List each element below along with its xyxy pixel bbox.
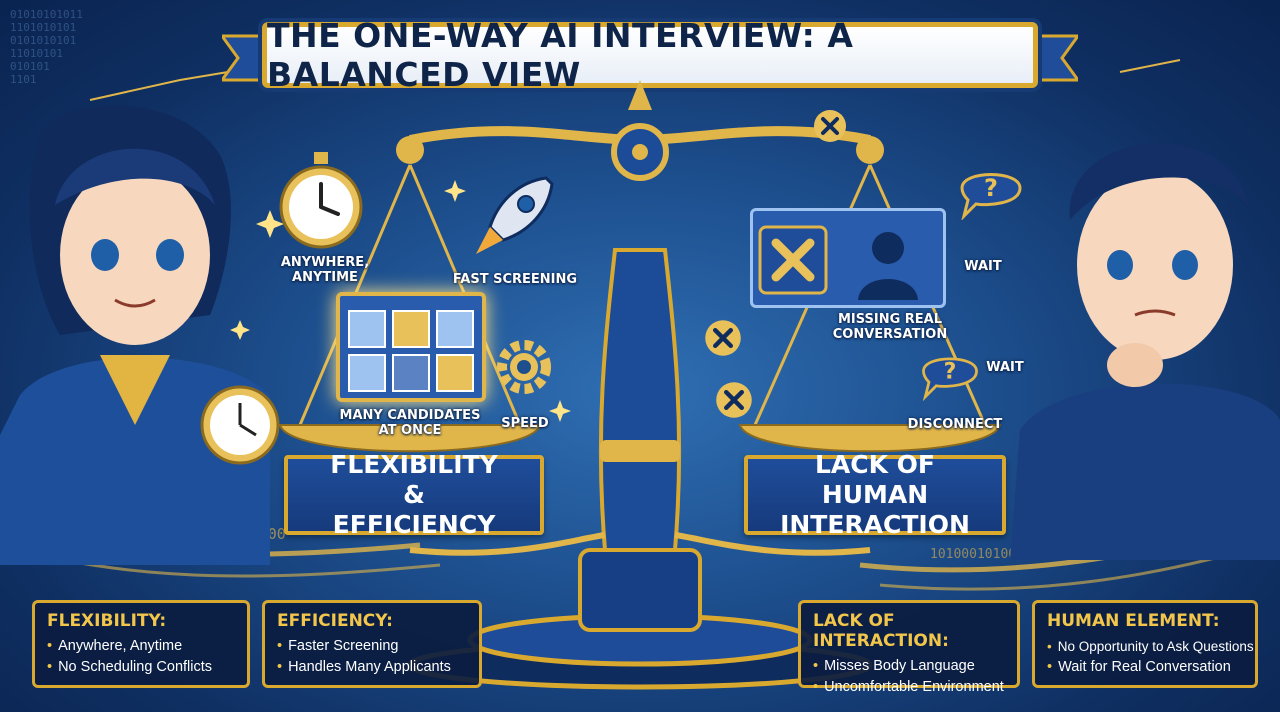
info-item: No Opportunity to Ask Questions — [1047, 636, 1254, 657]
info-heading: LACK OF INTERACTION: — [813, 611, 949, 651]
candidate-avatar — [392, 310, 430, 348]
info-item: Faster Screening — [277, 636, 467, 657]
stopwatch-icon — [279, 152, 363, 249]
label-wait-mid: WAIT — [986, 360, 1024, 375]
label-fast-screening: FAST SCREENING — [452, 272, 578, 287]
info-heading: FLEXIBILITY: — [47, 611, 167, 631]
close-icon — [758, 225, 828, 295]
info-box-flexibility: FLEXIBILITY: Anywhere, Anytime No Schedu… — [32, 600, 250, 688]
svg-text:?: ? — [984, 174, 998, 202]
info-item: Anywhere, Anytime — [47, 636, 235, 657]
info-box-human-element: HUMAN ELEMENT: No Opportunity to Ask Que… — [1032, 600, 1258, 688]
info-box-lack-of-interaction: LACK OF INTERACTION: Misses Body Languag… — [798, 600, 1020, 695]
info-heading: EFFICIENCY: — [277, 611, 393, 631]
person-silhouette-icon — [858, 232, 918, 300]
woman-character-illustration — [0, 105, 280, 565]
info-heading: HUMAN ELEMENT: — [1047, 611, 1220, 631]
candidates-grid-window — [336, 292, 486, 402]
candidate-avatar — [348, 310, 386, 348]
info-item: No Scheduling Conflicts — [47, 657, 235, 678]
binary-decor-top-left: 01010101011 1101010101 0101010101 110101… — [10, 8, 83, 86]
candidate-avatar — [392, 354, 430, 392]
label-wait-top: WAIT — [964, 259, 1002, 274]
title-ribbon: THE ONE-WAY AI INTERVIEW: A BALANCED VIE… — [222, 14, 1078, 94]
question-bubble-icon: ? — [960, 173, 1022, 220]
banner-lack-human-interaction: LACK OF HUMAN INTERACTION — [744, 450, 1006, 539]
label-many-candidates: MANY CANDIDATES AT ONCE — [339, 408, 481, 438]
label-speed: SPEED — [501, 416, 549, 431]
rocket-icon — [476, 176, 554, 254]
close-circle-icon — [716, 382, 752, 418]
info-item: Uncomfortable Environment — [813, 677, 1005, 698]
info-item: Wait for Real Conversation — [1047, 657, 1243, 678]
svg-text:?: ? — [944, 359, 957, 384]
label-disconnect: DISCONNECT — [907, 417, 1003, 432]
candidate-avatar — [436, 310, 474, 348]
info-box-efficiency: EFFICIENCY: Faster Screening Handles Man… — [262, 600, 482, 688]
question-bubble-icon: ? — [922, 357, 978, 401]
man-character-illustration — [1010, 143, 1280, 560]
gear-icon — [497, 340, 551, 394]
info-item: Misses Body Language — [813, 656, 1005, 677]
candidate-avatar — [348, 354, 386, 392]
candidate-avatar — [436, 354, 474, 392]
balance-scale-illustration — [278, 80, 1002, 690]
label-anywhere-anytime: ANYWHERE, ANYTIME — [280, 255, 370, 285]
page-title: THE ONE-WAY AI INTERVIEW: A BALANCED VIE… — [267, 16, 854, 94]
close-circle-icon — [814, 110, 846, 142]
banner-flexibility-efficiency: FLEXIBILITY & EFFICIENCY — [284, 450, 544, 539]
close-circle-icon — [705, 320, 741, 356]
label-missing-conversation: MISSING REAL CONVERSATION — [832, 312, 948, 342]
info-item: Handles Many Applicants — [277, 657, 467, 678]
title-box: THE ONE-WAY AI INTERVIEW: A BALANCED VIE… — [262, 16, 1038, 94]
